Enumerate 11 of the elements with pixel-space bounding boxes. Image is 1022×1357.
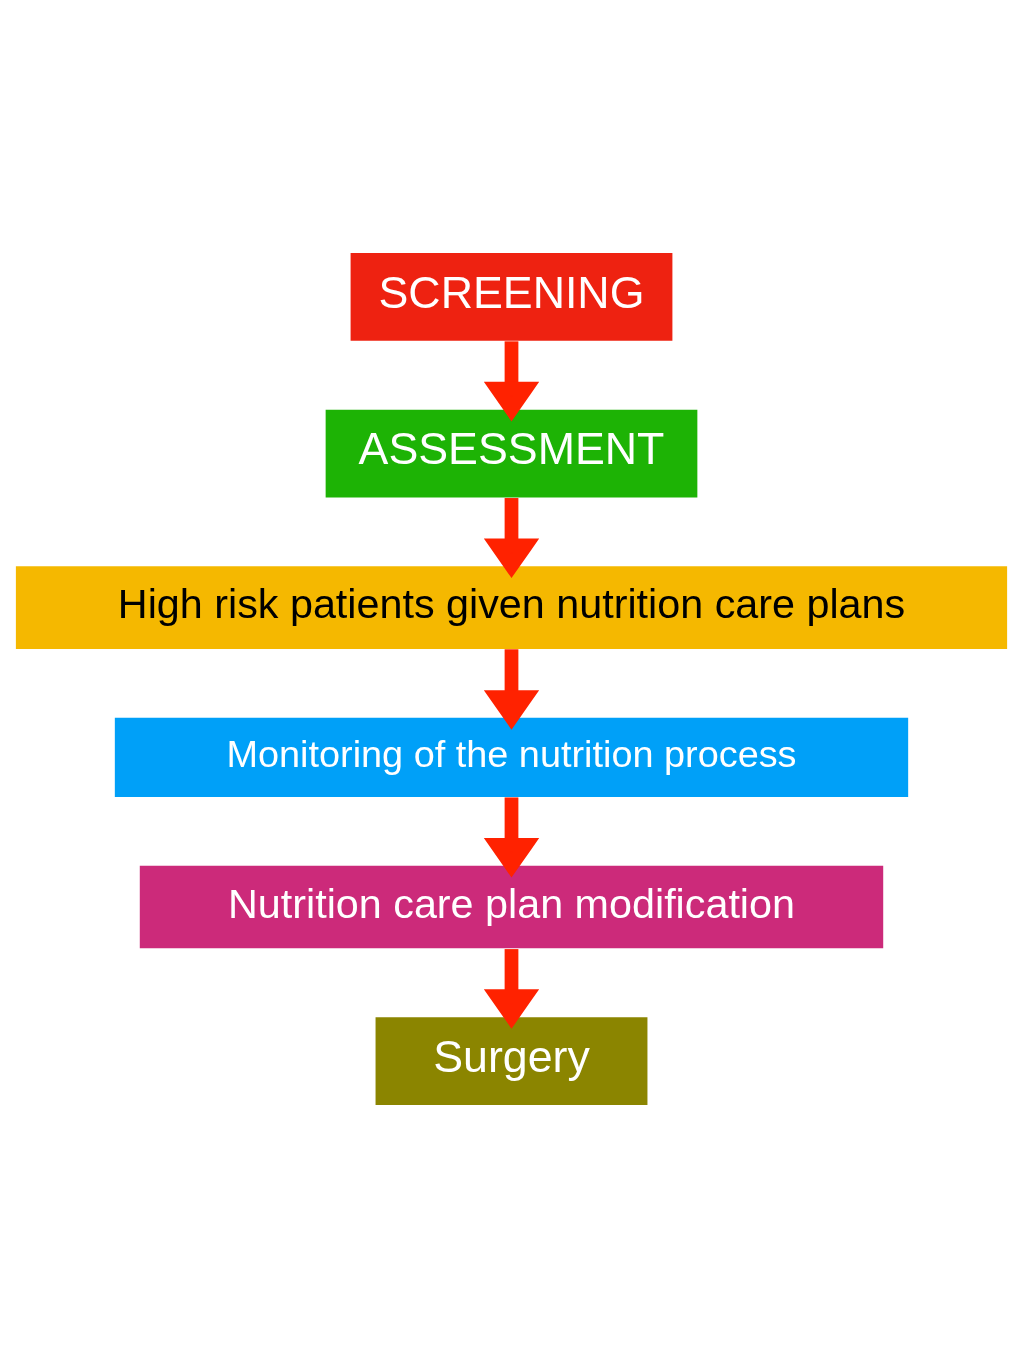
- node-box: Nutrition care plan modification: [139, 865, 883, 948]
- arrow: [483, 948, 539, 1029]
- arrow: [483, 796, 539, 878]
- node-box: SCREENING: [350, 252, 672, 341]
- node-box: ASSESSMENT: [325, 409, 697, 497]
- node-box: High risk patients given nutrition care plans: [15, 565, 1007, 649]
- arrow: [483, 648, 539, 730]
- arrow: [483, 340, 539, 421]
- arrow: [483, 497, 539, 578]
- node-box: Surgery: [375, 1016, 647, 1105]
- node-box: Monitoring of the nutrition process: [114, 717, 908, 797]
